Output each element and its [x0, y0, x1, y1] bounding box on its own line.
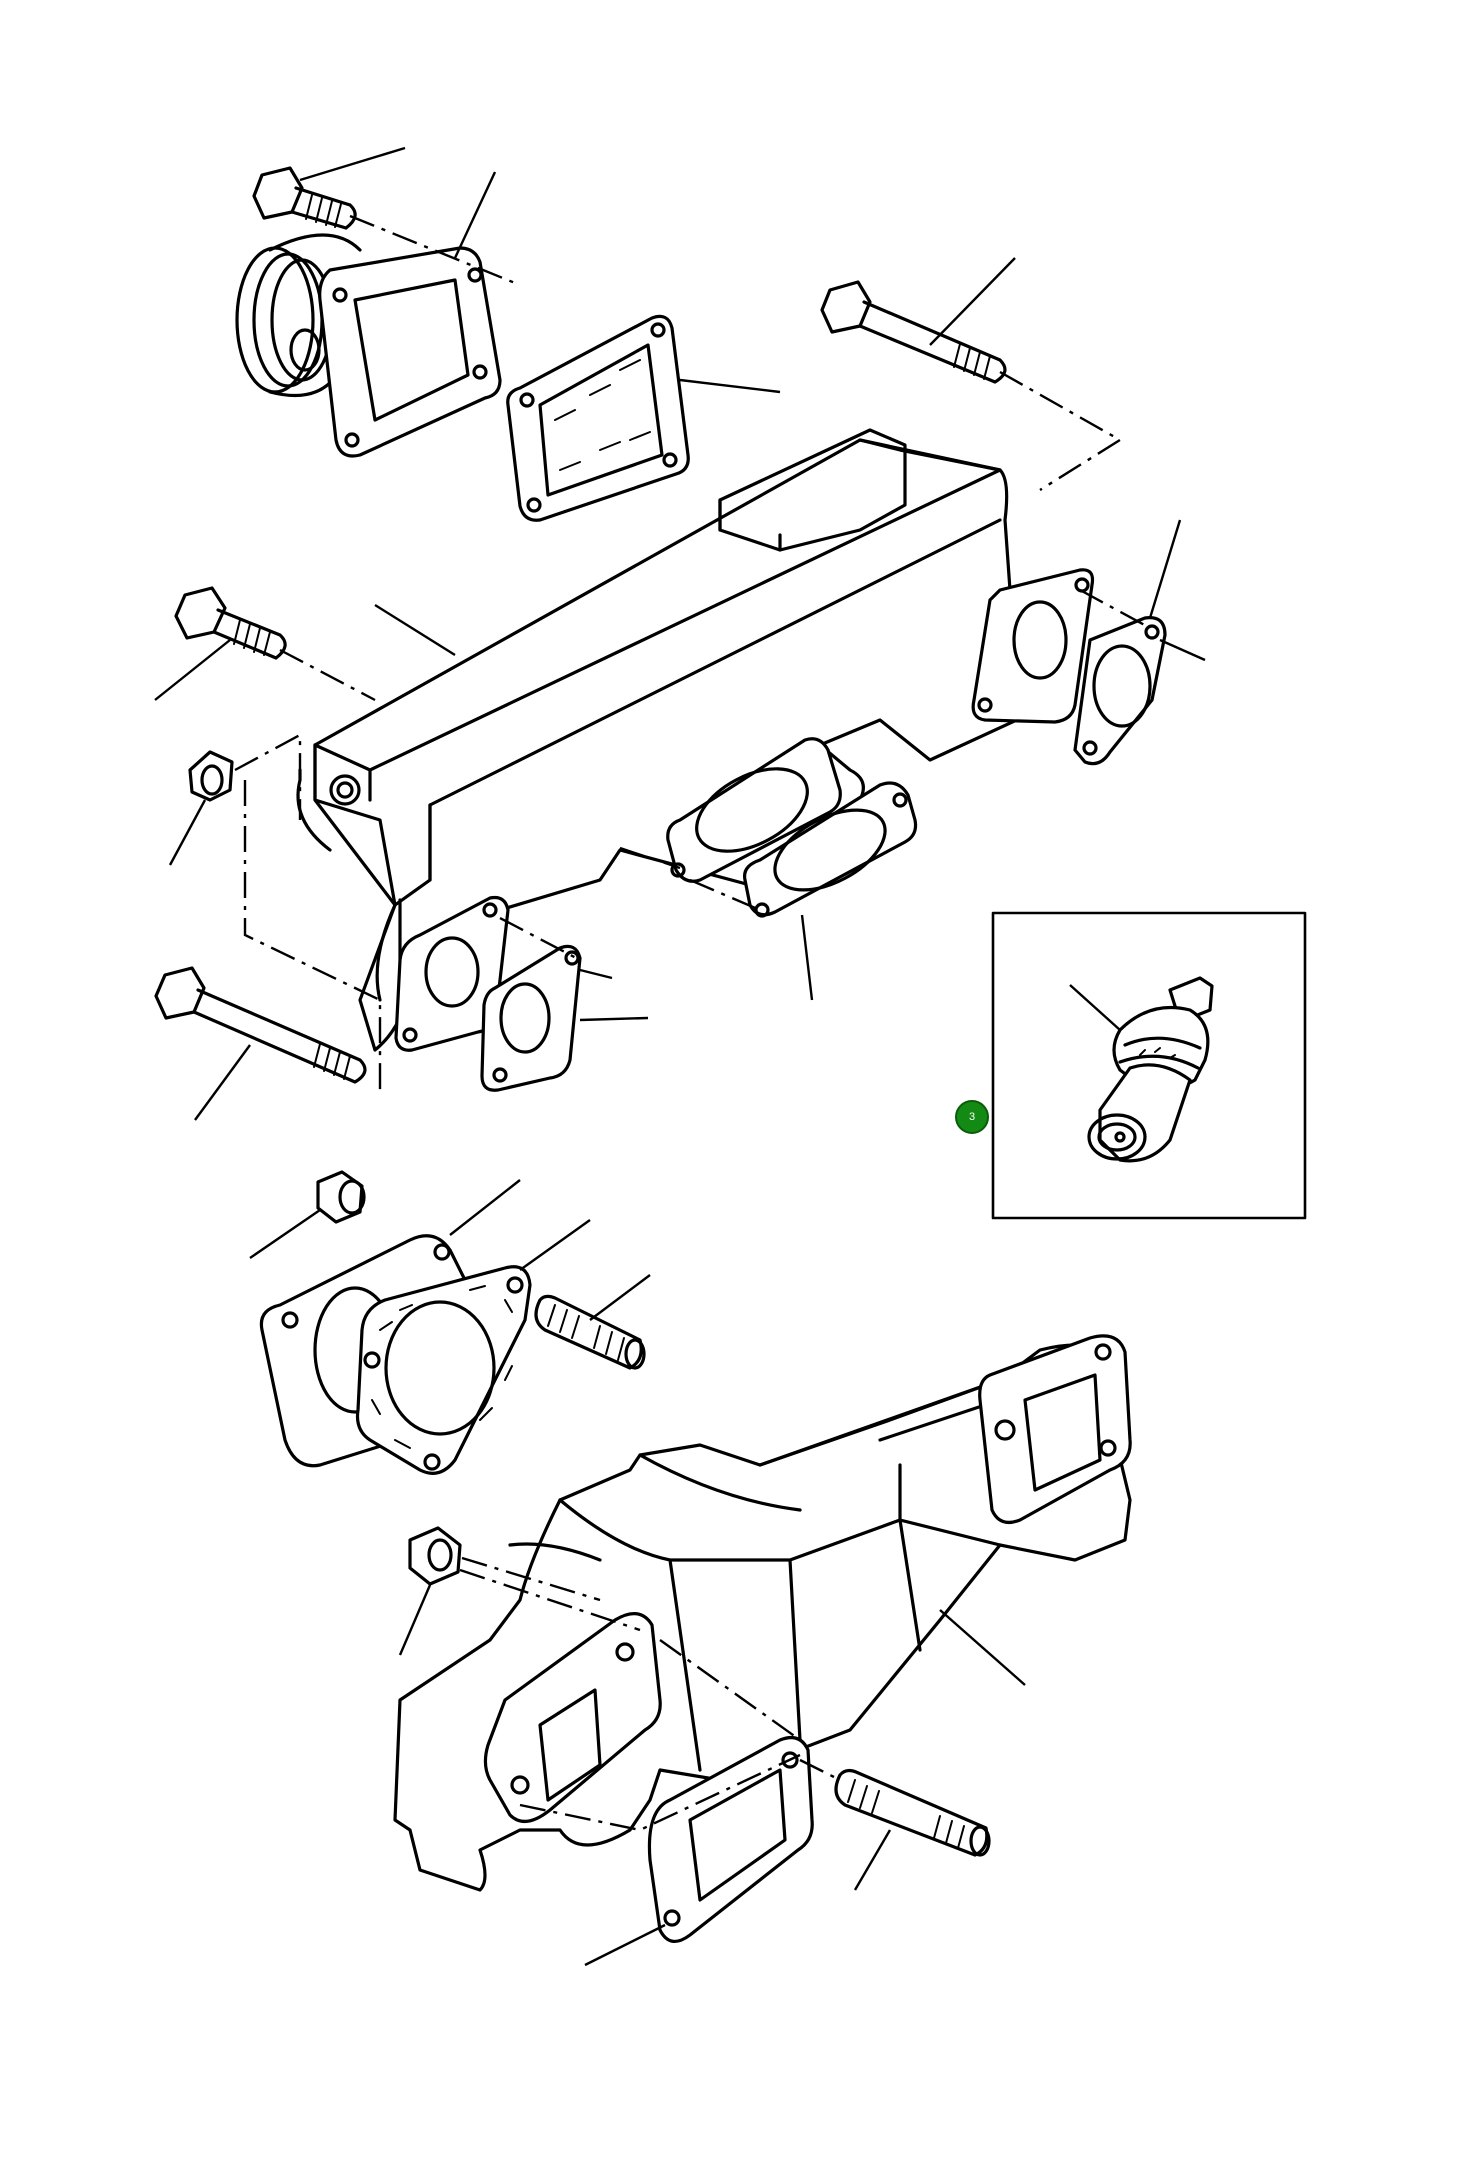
center-line: [349, 214, 521, 287]
center-line: [461, 1556, 601, 1602]
manifold-port-flange-left: [394, 895, 510, 1052]
leader-line: [800, 914, 814, 1001]
sensor-inset-box: [991, 911, 1307, 1220]
flange-stud: [534, 1294, 646, 1370]
lower-manifold-port-flange-right: [978, 1334, 1132, 1524]
leader-line: [154, 639, 231, 701]
port-gasket-middle: [742, 781, 918, 918]
lower-flange-gasket: [355, 1265, 532, 1475]
leader-line: [1148, 519, 1182, 619]
leader-line: [519, 1219, 591, 1271]
center-line: [1079, 588, 1151, 630]
leader-line: [589, 1274, 651, 1321]
center-line: [499, 916, 581, 962]
leader-line: [1159, 638, 1206, 662]
leader-line: [194, 1044, 251, 1121]
leader-line: [579, 968, 613, 980]
leader-line: [579, 1016, 649, 1022]
leader-line: [374, 603, 456, 657]
center-line: [999, 370, 1123, 492]
temperature-sender-sensor: [1087, 976, 1214, 1163]
leader-line: [939, 1609, 1026, 1686]
leader-line: [398, 1584, 432, 1656]
port-gasket-right: [1073, 616, 1167, 766]
outlet-elbow-flange: [235, 233, 502, 458]
leader-line: [249, 1209, 321, 1259]
center-line: [234, 732, 382, 1095]
leader-line: [453, 171, 497, 259]
leader-line: [929, 257, 1016, 346]
port-gasket-left: [480, 944, 582, 1092]
leader-line: [1069, 984, 1121, 1031]
bolt-top-left: [252, 166, 357, 230]
plug-mid-left: [188, 750, 234, 802]
flange-nut: [316, 1170, 366, 1224]
bolt-mid-left: [174, 586, 287, 660]
lower-manifold-port-flange-left: [483, 1612, 662, 1823]
leader-line: [679, 378, 781, 394]
upper-exhaust-manifold: [296, 428, 1090, 1052]
center-line: [459, 1568, 801, 1832]
lower-manifold-nut: [408, 1526, 462, 1586]
leader-line: [853, 1829, 892, 1891]
lower-manifold-gasket: [647, 1736, 814, 1943]
part-callout-3[interactable]: 3: [955, 1100, 989, 1134]
elbow-gasket: [506, 314, 690, 522]
lower-manifold-stud: [834, 1768, 991, 1857]
long-bolt-lower-left: [154, 966, 367, 1084]
leader-line: [584, 1923, 666, 1967]
manifold-port-flange-middle: [666, 737, 842, 883]
center-line: [279, 648, 376, 702]
center-line: [619, 846, 761, 912]
leader-line: [449, 1179, 521, 1236]
long-bolt-top-right: [820, 280, 1007, 384]
leader-line: [168, 799, 207, 866]
center-line: [799, 1758, 841, 1782]
leader-line: [299, 146, 406, 182]
manifold-port-flange-right: [971, 568, 1095, 724]
